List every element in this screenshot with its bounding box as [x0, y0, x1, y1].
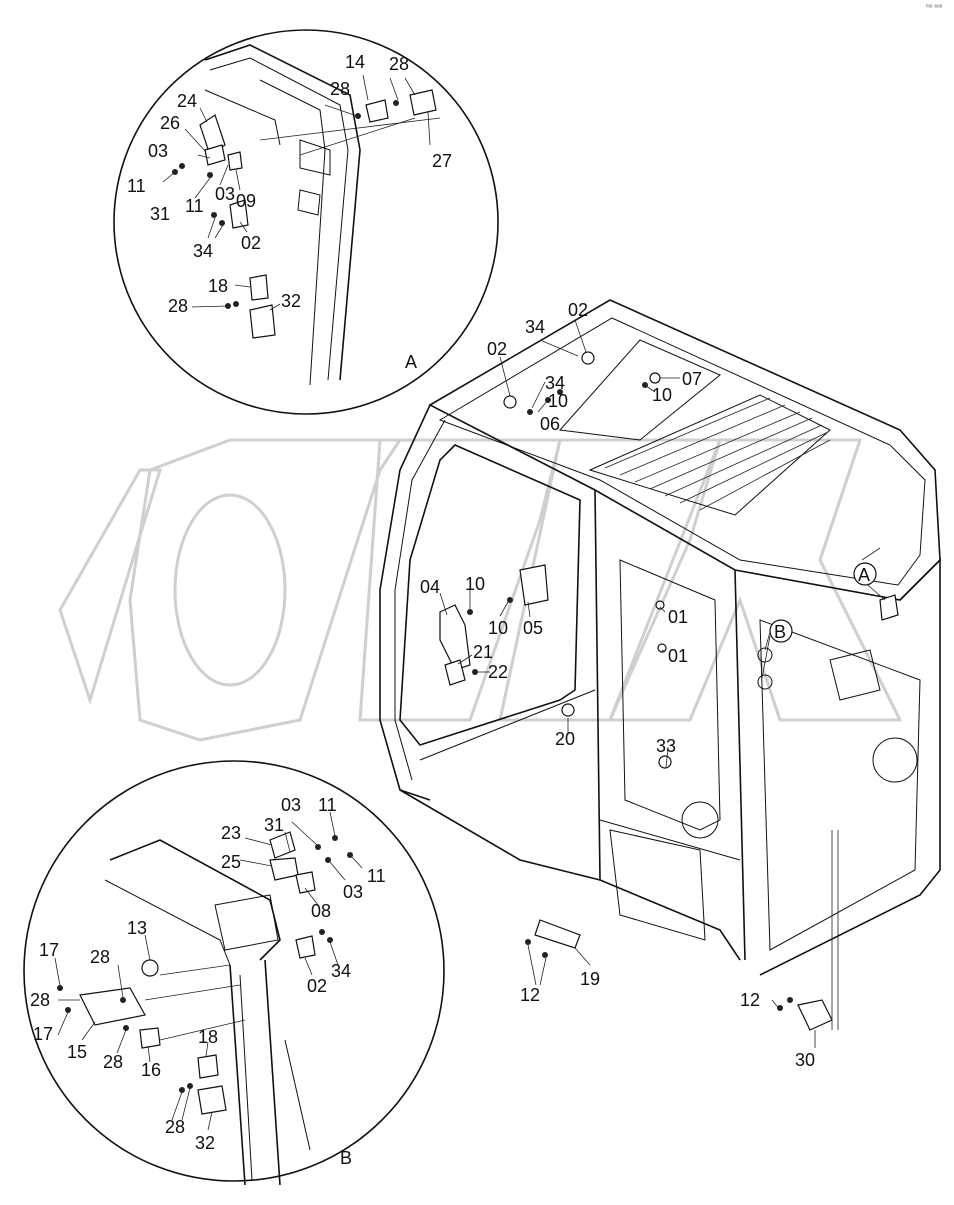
callout-label: 13 [127, 918, 147, 938]
view-marker-a: A [858, 565, 870, 585]
callout-label: 04 [420, 577, 440, 597]
callout-label: 28 [103, 1052, 123, 1072]
callout-label: 24 [177, 91, 197, 111]
callout-label: 28 [165, 1117, 185, 1137]
callout-label: 23 [221, 823, 241, 843]
callout-label: 10 [488, 618, 508, 638]
callout-label: 32 [281, 291, 301, 311]
callout-label: 34 [193, 241, 213, 261]
callout-label: 11 [367, 866, 386, 886]
callout-label: 12 [740, 990, 760, 1010]
callout-label: 22 [488, 662, 508, 682]
callout-label: 12 [520, 985, 540, 1005]
cab-parts [439, 351, 899, 1031]
callout-label: 11 [185, 196, 204, 216]
callout-label: 20 [555, 729, 575, 749]
cab-frame [379, 299, 941, 976]
callout-label: 28 [90, 947, 110, 967]
callout-label: 30 [795, 1050, 815, 1070]
callout-label: 10 [548, 391, 568, 411]
callout-label: 03 [281, 795, 301, 815]
cab-leaders [439, 319, 886, 1048]
detail-b: 03 11 23 31 25 08 03 11 13 17 28 28 17 1… [23, 760, 445, 1186]
callout-label: 33 [656, 736, 676, 756]
callout-label: 34 [545, 373, 565, 393]
corner-mark: ᵐᵉ ᵉᵉᵉ [926, 4, 943, 11]
callout-label: 11 [318, 795, 337, 815]
callout-label: 02 [568, 300, 588, 320]
callout-label: 07 [682, 369, 702, 389]
callout-label: 08 [311, 901, 331, 921]
view-title-b: B [340, 1148, 352, 1168]
callout-label: 02 [241, 233, 261, 253]
callout-label: 10 [465, 574, 485, 594]
roof-slats [604, 397, 831, 511]
callout-label: 15 [67, 1042, 87, 1062]
callout-label: 02 [487, 339, 507, 359]
view-title-a: A [405, 352, 417, 372]
callout-label: 03 [343, 882, 363, 902]
callout-label: 18 [198, 1027, 218, 1047]
cab-callouts: 34 02 02 34 10 06 07 10 04 10 10 05 01 0… [420, 300, 877, 1070]
watermark-logo [58, 438, 903, 742]
callout-label: 14 [345, 52, 365, 72]
callout-label: 18 [208, 276, 228, 296]
callout-label: 01 [668, 607, 688, 627]
callout-label: 25 [221, 852, 241, 872]
callout-label: 03 [148, 141, 168, 161]
callout-label: 28 [389, 54, 409, 74]
callout-label: 10 [652, 385, 672, 405]
callout-label: 02 [307, 976, 327, 996]
callout-label: 28 [330, 79, 350, 99]
callout-label: 31 [264, 815, 284, 835]
callout-label: 34 [525, 317, 545, 337]
callout-label: 28 [30, 990, 50, 1010]
callout-label: 26 [160, 113, 180, 133]
callout-label: 17 [39, 940, 59, 960]
callout-label: 34 [331, 961, 351, 981]
callout-label: 31 [150, 204, 170, 224]
callout-label: 21 [473, 642, 493, 662]
callout-label: 16 [141, 1060, 161, 1080]
callout-label: 03 [215, 184, 235, 204]
callout-label: 01 [668, 646, 688, 666]
detail-a: 14 28 28 24 26 03 11 31 11 03 09 27 34 0… [113, 29, 499, 415]
callout-label: 27 [432, 151, 452, 171]
callout-label: 19 [580, 969, 600, 989]
callout-label: 28 [168, 296, 188, 316]
callout-label: 06 [540, 414, 560, 434]
callout-label: 17 [33, 1024, 53, 1044]
callout-label: 09 [236, 191, 256, 211]
callout-label: 32 [195, 1133, 215, 1153]
callout-label: 11 [127, 176, 146, 196]
view-marker-b: B [774, 622, 786, 642]
callout-label: 05 [523, 618, 543, 638]
